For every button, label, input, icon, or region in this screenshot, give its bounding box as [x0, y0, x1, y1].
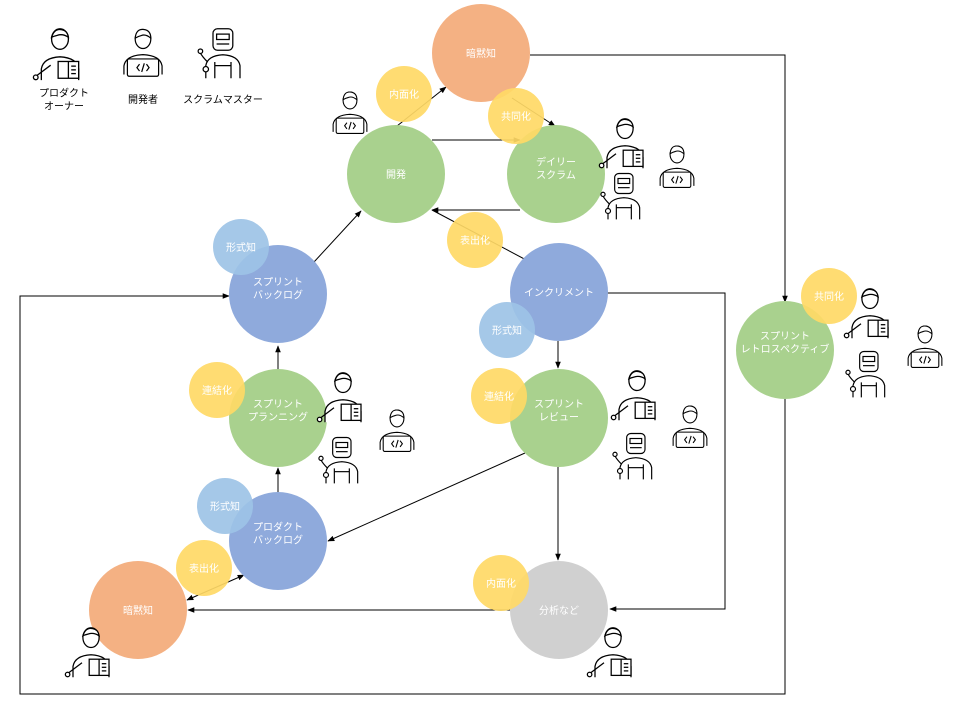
- developer-icon: [332, 91, 368, 135]
- badge-formal-knowledge-sb-label: 形式知: [226, 241, 256, 254]
- scrum-master-icon: [318, 436, 359, 484]
- badge-formal-knowledge-pb: [197, 478, 253, 534]
- badge-internalization-bottom: [473, 555, 529, 611]
- scrum-master-icon: [197, 28, 241, 79]
- node-increment-label: インクリメント: [524, 287, 594, 299]
- badge-internalization-top-label: 内面化: [389, 88, 419, 101]
- badge-combination-review-label: 連結化: [484, 390, 514, 403]
- node-sprint-review-label: スプリントレビュー: [534, 399, 584, 424]
- node-analysis-label: 分析など: [539, 604, 579, 617]
- developer-icon: [659, 145, 695, 189]
- node-analysis: [510, 561, 608, 659]
- badge-formal-knowledge-inc-label: 形式知: [492, 324, 522, 337]
- node-sprint-retrospective-label: スプリントレトロスペクティブ: [741, 331, 830, 356]
- badge-socialization-top: [488, 88, 544, 144]
- badge-formal-knowledge-inc: [479, 302, 535, 358]
- legend-product-owner-label: プロダクトオーナー: [39, 87, 89, 113]
- badge-socialization-retro: [801, 268, 857, 324]
- edge-backlog-to-dev: [313, 210, 362, 263]
- legend-developer-label: 開発者: [128, 93, 158, 106]
- node-development-label: 開発: [386, 168, 406, 181]
- product-owner-icon: [32, 28, 80, 81]
- node-increment: [510, 243, 608, 341]
- node-sprint-planning-label: スプリントプランニング: [248, 399, 308, 424]
- badge-formal-knowledge-pb-label: 形式知: [210, 500, 240, 513]
- developer-icon: [672, 405, 708, 449]
- node-daily-scrum: [507, 125, 605, 223]
- node-tacit-bottom: [89, 561, 187, 659]
- node-sprint-backlog-label: スプリントバックログ: [253, 277, 303, 302]
- badge-externalization-mid-label: 表出化: [460, 234, 490, 247]
- badge-combination-planning: [189, 362, 245, 418]
- badge-combination-review: [471, 368, 527, 424]
- badge-socialization-retro-label: 共同化: [814, 290, 844, 303]
- badges: [176, 66, 857, 611]
- node-development: [347, 125, 445, 223]
- product-owner-icon: [598, 118, 644, 169]
- node-product-backlog: [229, 492, 327, 590]
- node-labels: 暗黙知 開発 デイリースクラム スプリントバックログ インクリメント スプリント…: [123, 47, 829, 617]
- edge-increment-to-analysis: [607, 292, 726, 612]
- developer-icon: [907, 325, 943, 369]
- node-tacit-top: [432, 4, 530, 102]
- badge-socialization-top-label: 共同化: [501, 110, 531, 123]
- node-daily-scrum-label: デイリースクラム: [536, 156, 576, 182]
- scrum-master-icon: [612, 432, 653, 480]
- badge-internalization-bottom-label: 内面化: [486, 577, 516, 590]
- node-tacit-top-label: 暗黙知: [466, 47, 496, 60]
- badge-labels: 内面化 共同化 表出化 形式知 形式知 共同化 連結化 連結化 形式知 表出化 …: [189, 88, 844, 590]
- legend-scrum-master-label: スクラムマスター: [183, 94, 263, 106]
- node-product-backlog-label: プロダクトバックログ: [253, 521, 303, 547]
- legend: プロダクトオーナー 開発者 スクラムマスター: [32, 28, 263, 113]
- edge-review-to-pb: [327, 452, 526, 542]
- badge-externalization-bottom: [176, 540, 232, 596]
- badge-internalization-top: [376, 66, 432, 122]
- edge-tacit-to-retro: [530, 54, 788, 303]
- node-sprint-planning: [229, 369, 327, 467]
- node-sprint-retrospective: [736, 301, 834, 399]
- product-owner-icon: [610, 370, 656, 421]
- node-sprint-review: [510, 369, 608, 467]
- nodes: [89, 4, 834, 659]
- product-owner-icon: [316, 372, 362, 423]
- badge-externalization-bottom-label: 表出化: [189, 562, 219, 575]
- scrum-master-icon: [600, 172, 641, 220]
- scrum-master-icon: [845, 350, 886, 398]
- developer-icon: [123, 28, 163, 77]
- badge-externalization-mid: [447, 212, 503, 268]
- badge-formal-knowledge-sb: [213, 219, 269, 275]
- badge-combination-planning-label: 連結化: [202, 384, 232, 397]
- node-tacit-bottom-label: 暗黙知: [123, 604, 153, 617]
- edge-retro-loop-to-backlog: [19, 293, 786, 695]
- developer-icon: [379, 409, 415, 453]
